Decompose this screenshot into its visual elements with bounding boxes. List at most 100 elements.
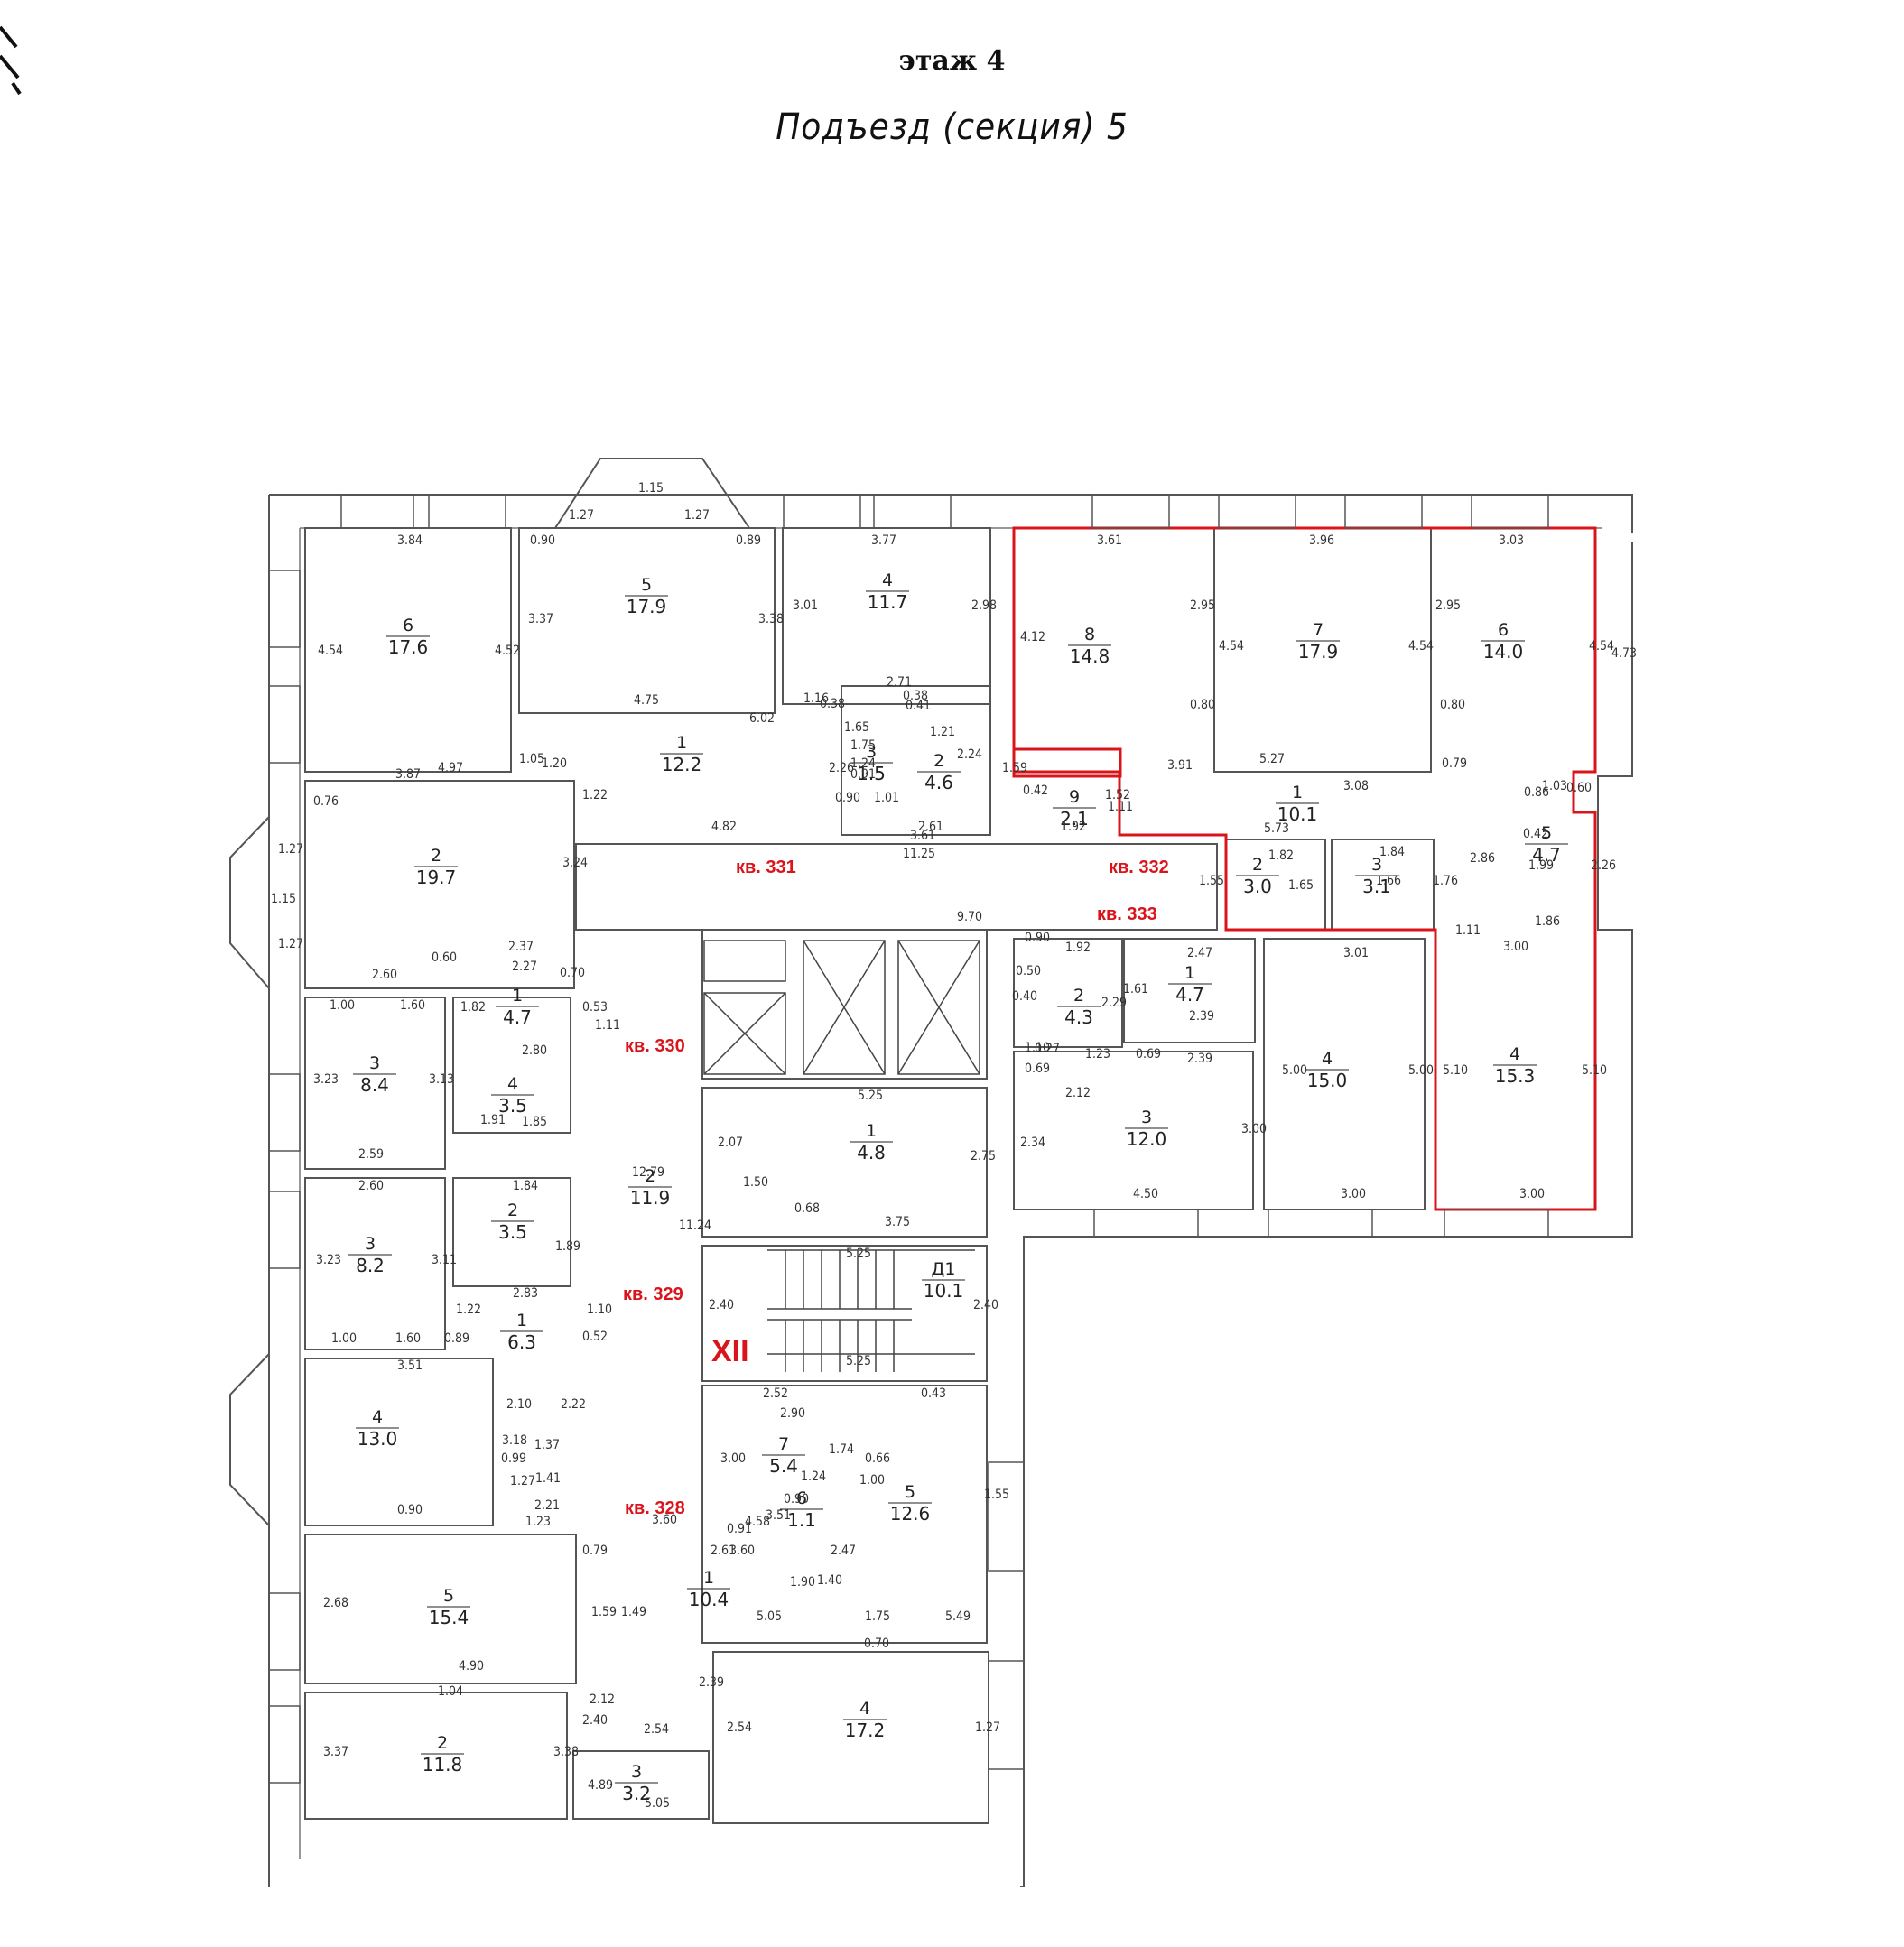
room-area: 3.0 [1243, 876, 1272, 897]
dimension-label: 1.49 [621, 1605, 646, 1619]
dimension-label: 1.11 [1455, 923, 1481, 938]
dimension-label: 4.90 [459, 1659, 484, 1673]
dimension-label: 1.66 [1376, 874, 1401, 888]
dimension-label: 0.99 [501, 1451, 526, 1466]
room-label: 54.7 [1525, 823, 1568, 866]
dimension-label: 4.58 [745, 1515, 770, 1529]
room-label: 23.0 [1236, 855, 1279, 897]
room-label: 411.7 [866, 570, 909, 613]
room-label: 112.2 [660, 733, 703, 775]
dimension-label: 4.82 [711, 820, 737, 834]
room-area: 15.3 [1495, 1065, 1536, 1087]
dimension-label: 2.95 [1190, 598, 1215, 613]
dimension-label: 1.27 [278, 937, 303, 951]
room-label: 31.5 [850, 742, 893, 784]
dimension-label: 2.24 [957, 747, 982, 762]
dimension-label: 0.40 [1012, 989, 1037, 1004]
dimension-label: 0.86 [1524, 785, 1549, 800]
room-area: 3.2 [622, 1783, 651, 1804]
room-number: 4 [1322, 1049, 1333, 1069]
dimension-label: 0.43 [921, 1386, 946, 1401]
room-area: 17.9 [627, 596, 667, 617]
room-label: 33.1 [1355, 855, 1398, 897]
dimension-label: 1.82 [1268, 848, 1294, 863]
dimension-label: 2.47 [1187, 946, 1212, 960]
dimension-label: 5.00 [1282, 1063, 1307, 1078]
elevator-shafts [703, 940, 980, 1075]
apartment-332-outline [1012, 526, 1597, 1211]
dimension-label: 0.80 [1190, 698, 1215, 712]
dimension-label: 4.12 [1020, 630, 1045, 644]
room-labels: 617.6517.9411.7814.8717.9614.0112.231.52… [348, 570, 1568, 1804]
room-number: 1 [1184, 963, 1195, 983]
dimension-label: 6.02 [749, 711, 775, 726]
room-label: 415.3 [1493, 1044, 1537, 1087]
room-number: 4 [507, 1074, 518, 1094]
dimension-label: 3.51 [397, 1358, 423, 1373]
apartment-label-332: кв. 332 [1109, 858, 1169, 877]
dimension-label: 0.79 [582, 1544, 608, 1558]
room-label: 38.4 [353, 1053, 396, 1096]
room-number: 8 [1084, 625, 1095, 644]
room-label: 92.1 [1053, 787, 1096, 830]
dimension-label: 1.59 [591, 1605, 617, 1619]
room-label: 110.4 [687, 1568, 730, 1610]
room-area: 11.9 [630, 1187, 671, 1209]
dimension-label: 3.38 [758, 612, 784, 626]
dimension-label: 0.80 [1440, 698, 1465, 712]
room-area: 8.4 [360, 1074, 389, 1096]
dimension-label: 1.50 [743, 1175, 768, 1190]
dimension-label: 1.03 [1542, 779, 1567, 793]
room-label: 617.6 [386, 616, 430, 658]
dimension-label: 2.40 [709, 1298, 734, 1312]
room-label: 24.6 [917, 751, 961, 793]
dimension-label: 2.26 [1591, 858, 1616, 873]
dimension-label: 0.68 [794, 1201, 820, 1216]
dimension-label: 2.95 [1435, 598, 1461, 613]
dimension-label: 2.34 [1020, 1136, 1045, 1150]
dimension-label: 3.00 [1241, 1122, 1267, 1136]
dimension-label: 1.75 [850, 738, 876, 753]
room-number: 1 [512, 986, 523, 1006]
room-area: 17.9 [1298, 641, 1339, 663]
dimension-label: 3.84 [397, 533, 423, 548]
dimension-label: 1.41 [535, 1471, 561, 1486]
dimension-label: 1.76 [1433, 874, 1458, 888]
dimension-label: 3.00 [1519, 1187, 1545, 1201]
room-label: 312.0 [1125, 1108, 1168, 1150]
room-number: 5 [1541, 823, 1552, 843]
room-number: 3 [866, 742, 877, 762]
dimension-label: 2.10 [506, 1397, 532, 1412]
dimension-label: 5.25 [846, 1247, 871, 1261]
room-area: 5.4 [769, 1455, 798, 1477]
room-area: 10.1 [1277, 803, 1318, 825]
dimension-label: 4.54 [1219, 639, 1244, 654]
dimension-label: 0.76 [313, 794, 339, 809]
room-label: 75.4 [762, 1434, 805, 1477]
dimension-label: 1.24 [801, 1470, 826, 1484]
room-label: 23.5 [491, 1201, 534, 1243]
dimension-label: 5.10 [1443, 1063, 1468, 1078]
dimension-label: 2.86 [1470, 851, 1495, 866]
room-label: 61.1 [780, 1488, 823, 1531]
dimension-label: 2.54 [644, 1722, 669, 1737]
dimension-label: 3.00 [1503, 940, 1528, 954]
dimension-label: 0.89 [736, 533, 761, 548]
apartment-332-bath-outline [1012, 747, 1122, 778]
room-number: 7 [1313, 620, 1324, 640]
dimension-label: 1.86 [1535, 914, 1560, 929]
dimension-label: 2.22 [561, 1397, 586, 1412]
room-number: 3 [365, 1234, 376, 1254]
room-area: 14.8 [1070, 645, 1110, 667]
room-label: 415.0 [1305, 1049, 1349, 1091]
room-number: 4 [859, 1699, 870, 1719]
dimension-label: 1.21 [930, 725, 955, 739]
windows [268, 494, 1549, 1784]
room-number: 4 [882, 570, 893, 590]
dimension-label: 2.12 [1065, 1086, 1091, 1100]
dimension-label: 2.40 [973, 1298, 998, 1312]
dimension-label: 4.73 [1611, 646, 1637, 661]
dimension-label: 1.16 [803, 691, 829, 706]
dimension-label: 0.90 [835, 791, 860, 805]
